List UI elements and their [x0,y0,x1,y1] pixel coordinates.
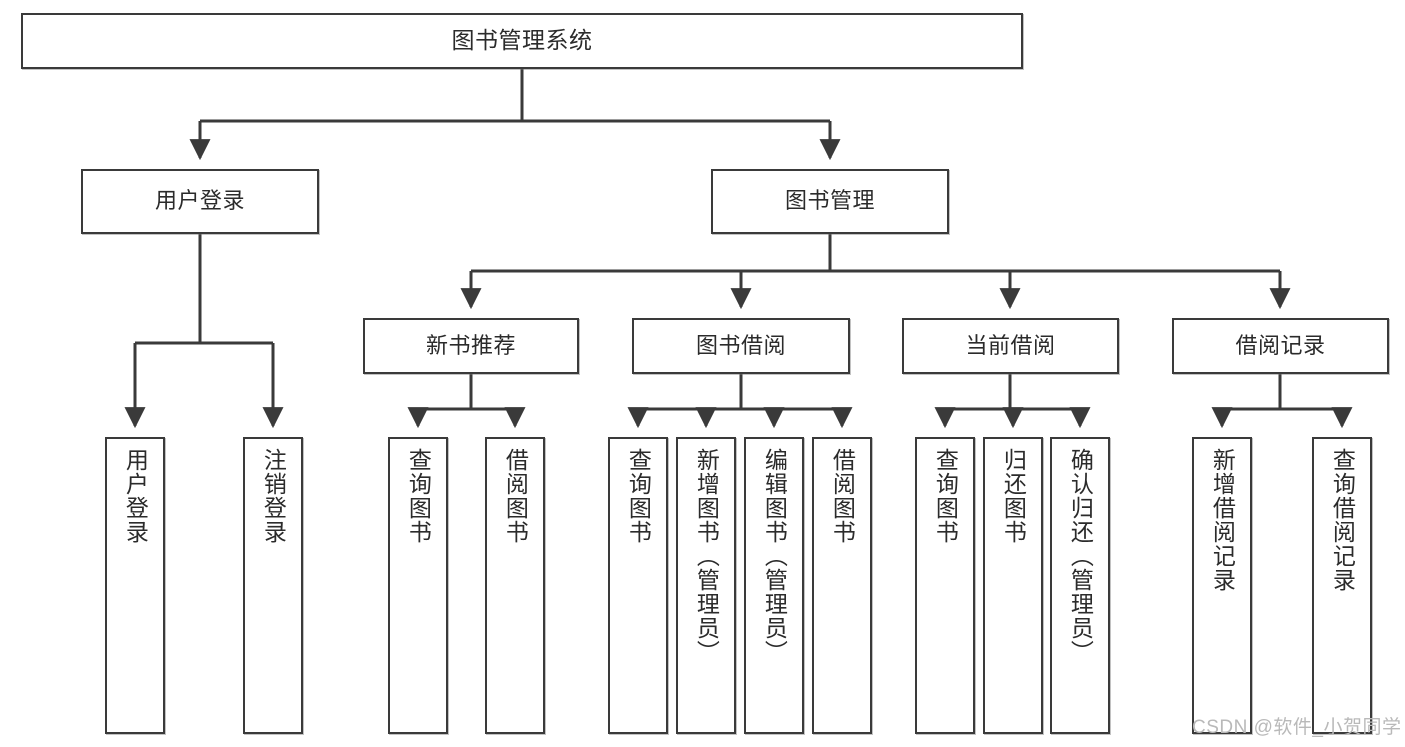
node-root-label: 图书管理系统 [451,27,593,54]
node-new-book-recommend[interactable]: 新书推荐 [363,318,579,374]
node-book-borrow-label: 图书借阅 [695,332,786,358]
leaf-node[interactable]: 查询图书 [915,437,975,734]
leaf-node[interactable]: 用户登录 [105,437,165,734]
node-book-management-label: 图书管理 [784,188,875,214]
leaf-node[interactable]: 查询借阅记录 [1312,437,1372,734]
leaf-node-label: 注销登录 [260,448,287,544]
leaf-node-label: 确认归还（管理员） [1067,448,1094,664]
leaf-node-label: 借阅图书 [502,448,529,544]
node-current-borrow[interactable]: 当前借阅 [902,318,1119,374]
node-borrow-record-label: 借阅记录 [1235,332,1326,358]
leaf-node-label: 借阅图书 [829,448,856,544]
leaf-node[interactable]: 查询图书 [608,437,668,734]
leaf-node-label: 用户登录 [122,448,149,544]
leaf-node[interactable]: 确认归还（管理员） [1050,437,1110,734]
leaf-node-label: 查询图书 [405,448,432,544]
node-user-login-label: 用户登录 [154,188,245,214]
leaf-node-label: 新增图书（管理员） [693,448,720,664]
node-book-management[interactable]: 图书管理 [711,169,949,234]
leaf-node[interactable]: 新增图书（管理员） [676,437,736,734]
node-user-login[interactable]: 用户登录 [81,169,319,234]
leaf-node-label: 归还图书 [1000,448,1027,544]
node-book-borrow[interactable]: 图书借阅 [632,318,850,374]
leaf-node-label: 新增借阅记录 [1209,448,1236,592]
watermark: CSDN @软件_小贺同学 [1192,717,1402,738]
leaf-node[interactable]: 编辑图书（管理员） [744,437,804,734]
leaf-node[interactable]: 借阅图书 [485,437,545,734]
leaf-node[interactable]: 归还图书 [983,437,1043,734]
node-root[interactable]: 图书管理系统 [21,13,1023,69]
leaf-node[interactable]: 借阅图书 [812,437,872,734]
leaf-node[interactable]: 注销登录 [243,437,303,734]
node-new-book-recommend-label: 新书推荐 [425,332,516,358]
leaf-node-label: 查询借阅记录 [1329,448,1356,592]
leaf-node[interactable]: 新增借阅记录 [1192,437,1252,734]
leaf-node[interactable]: 查询图书 [388,437,448,734]
leaf-node-label: 查询图书 [625,448,652,544]
node-current-borrow-label: 当前借阅 [965,332,1056,358]
node-borrow-record[interactable]: 借阅记录 [1172,318,1389,374]
leaf-node-label: 查询图书 [932,448,959,544]
leaf-node-label: 编辑图书（管理员） [761,448,788,664]
